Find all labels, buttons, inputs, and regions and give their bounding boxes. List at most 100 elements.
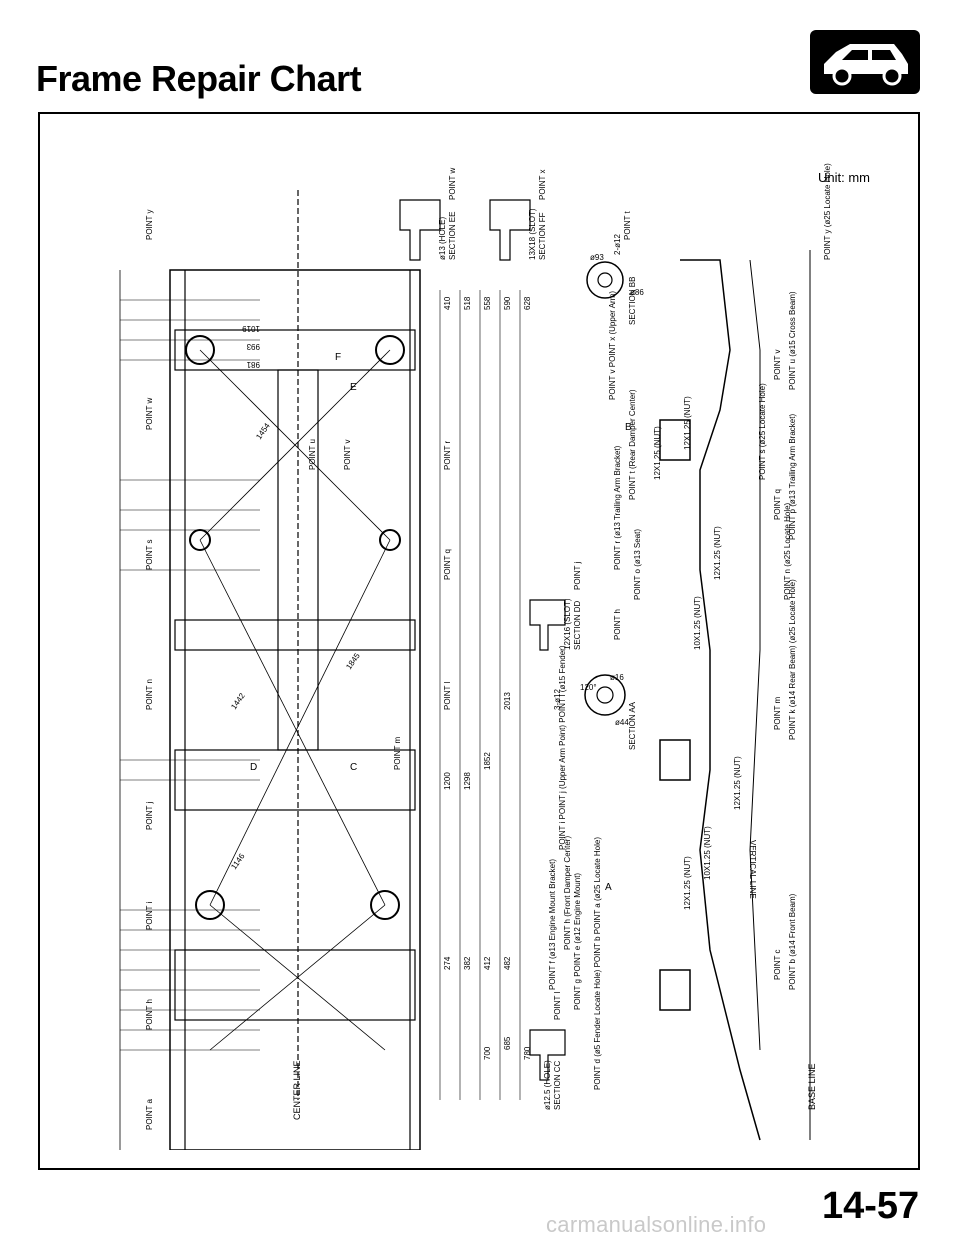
dim-1442: 1442 — [229, 691, 247, 711]
callout-y: POINT y (ø25 Locate Hole) — [823, 163, 832, 260]
callout-n: POINT n (ø25 Locate Hole) — [783, 502, 792, 600]
page-number: 14-57 — [822, 1185, 920, 1227]
top-point-n: POINT n — [145, 679, 154, 710]
point-q-hole — [379, 529, 401, 551]
dim-590: 590 — [503, 296, 512, 310]
section-bb-dia2: ø86 — [630, 288, 644, 297]
frame-outline — [169, 269, 421, 1150]
center-cross-beam — [174, 619, 416, 651]
section-cc-label: SECTION CC — [553, 1060, 562, 1110]
section-aa-angle: 120° — [580, 683, 597, 692]
top-point-j: POINT j — [145, 801, 154, 830]
dim-410: 410 — [443, 296, 452, 310]
callout-o: POINT o (ø13 Seat) — [633, 529, 642, 600]
letter-b: B — [625, 422, 632, 433]
section-dd-point: POINT j — [573, 561, 582, 590]
section-dd-slot: 12X16 (SLOT) — [563, 598, 572, 650]
dim-981: 981 — [246, 360, 260, 369]
section-bb-label: SECTION BB — [628, 277, 637, 325]
inner-point-l: POINT l — [443, 681, 452, 710]
base-line-label: BASE LINE — [807, 1063, 817, 1110]
callout-t: POINT t (Rear Damper Center) — [628, 389, 637, 500]
tunnel — [277, 369, 319, 751]
section-ff-label: SECTION FF — [538, 212, 547, 260]
diagram-frame — [38, 112, 920, 1170]
dim-1454: 1454 — [254, 421, 272, 441]
dim-1298: 1298 — [463, 772, 472, 790]
callout-u: POINT u (ø15 Cross Beam) — [788, 291, 797, 390]
callout-h: POINT h (Front Damper Center) — [563, 836, 572, 950]
letter-c: C — [350, 762, 357, 773]
dim-518: 518 — [463, 296, 472, 310]
point-g-hole — [370, 890, 400, 920]
inner-point-q: POINT q — [443, 549, 452, 580]
callout-q: POINT q — [773, 489, 782, 520]
unit-label: Unit: mm — [818, 170, 870, 185]
point-t-hole — [375, 335, 405, 365]
top-point-h: POINT h — [145, 999, 154, 1030]
dim-2013: 2013 — [503, 692, 512, 710]
dim-274: 274 — [443, 956, 452, 970]
dim-685: 685 — [503, 1036, 512, 1050]
dim-1146: 1146 — [229, 851, 247, 871]
top-point-w: POINT w — [145, 397, 154, 430]
nut-4: 10X1.25 (NUT) — [693, 596, 702, 650]
dim-993: 993 — [246, 342, 260, 351]
section-bb-point: POINT t — [623, 210, 632, 240]
section-dd-label: SECTION DD — [573, 600, 582, 650]
letter-e: E — [350, 382, 357, 393]
dim-1019: 1019 — [242, 324, 260, 333]
dim-412: 412 — [483, 956, 492, 970]
callout-b: POINT b (ø14 Front Beam) — [788, 893, 797, 990]
section-ee-point: POINT w — [448, 167, 457, 200]
section-aa-point: POINT h — [613, 609, 622, 640]
inner-point-m: POINT m — [393, 736, 402, 770]
section-aa-dia2: ø44 — [615, 718, 629, 727]
callout-vx: POINT v POINT x (Upper Arm) — [608, 291, 617, 400]
callout-s: POINT s (ø25 Locate Hole) — [758, 383, 767, 480]
callout-v: POINT v — [773, 349, 782, 380]
nut-1: 12X1.25 (NUT) — [683, 396, 692, 450]
section-aa-inner — [596, 686, 614, 704]
dim-482: 482 — [503, 956, 512, 970]
callout-r: POINT r (ø13 Trailing Arm Bracket) — [613, 445, 622, 570]
point-e-hole — [195, 890, 225, 920]
center-line-label: CENTER LINE — [292, 1060, 302, 1120]
section-bb-circle — [586, 261, 624, 299]
section-aa-circle — [584, 674, 626, 716]
dim-700: 700 — [483, 1046, 492, 1060]
nut-3: 12X1.25 (NUT) — [713, 526, 722, 580]
dim-1200: 1200 — [443, 772, 452, 790]
nut-5: 12X1.25 (NUT) — [733, 756, 742, 810]
section-bb-holes: 2-ø12 — [613, 234, 622, 255]
rear-cross-beam — [174, 329, 416, 371]
dim-780: 780 — [523, 1046, 532, 1060]
dim-1852: 1852 — [483, 752, 492, 770]
section-cc-point: POINT l — [553, 991, 562, 1020]
letter-f: F — [335, 352, 341, 363]
section-ee-label: SECTION EE — [448, 212, 457, 260]
top-point-a: POINT a — [145, 1098, 154, 1130]
callout-k: POINT k (ø14 Rear Beam) (ø25 Locate Hole… — [788, 579, 797, 740]
letter-a: A — [605, 882, 612, 893]
callout-ge: POINT g POINT e (ø12 Engine Mount) — [573, 873, 582, 1010]
section-cc-hole: ø12.5 (HOLE) — [543, 1060, 552, 1110]
section-bb-dia: ø93 — [590, 253, 604, 262]
section-ee-hole: ø13 (HOLE) — [438, 217, 447, 260]
callout-ijl: POINT i POINT j (Upper Arm Point) POINT … — [558, 645, 567, 850]
page-title: Frame Repair Chart — [36, 58, 362, 99]
car-silhouette-icon — [824, 44, 908, 86]
callout-f: POINT f (ø13 Engine Mount Bracket) — [548, 859, 557, 990]
dim-382: 382 — [463, 956, 472, 970]
side-view-profile — [680, 259, 761, 1141]
point-s-hole — [185, 335, 215, 365]
inner-point-v: POINT v — [343, 439, 352, 470]
section-aa-label: SECTION AA — [628, 701, 637, 750]
callout-p: POINT p (ø13 Trailing Arm Bracket) — [788, 414, 797, 540]
front-beam — [174, 949, 416, 1021]
top-point-y: POINT y — [145, 209, 154, 240]
dim-1845: 1845 — [344, 651, 362, 671]
section-aa-holes: 3-ø12 — [553, 689, 562, 710]
section-ff-slot: 13X18 (SLOT) — [528, 208, 537, 260]
section-ff-point: POINT x — [538, 169, 547, 200]
